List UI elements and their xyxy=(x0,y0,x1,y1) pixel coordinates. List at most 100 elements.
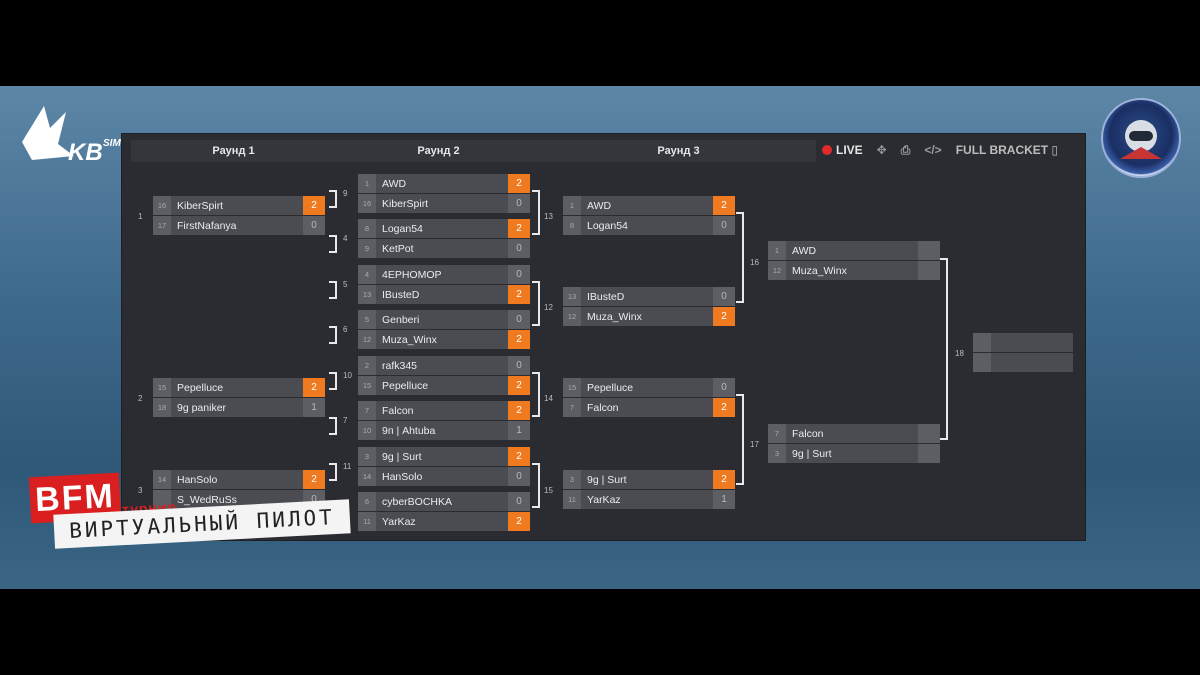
seed-number: 11 xyxy=(563,490,581,509)
score: 2 xyxy=(713,307,735,326)
bracket-connector xyxy=(329,372,337,390)
participant-name: Pepelluce xyxy=(177,381,224,394)
seed-number: 7 xyxy=(563,398,581,417)
seed-number xyxy=(973,333,991,352)
move-icon[interactable]: ✥ xyxy=(876,143,887,157)
score xyxy=(918,261,940,280)
match-number: 12 xyxy=(544,303,553,312)
score: 0 xyxy=(508,194,530,213)
seed-number: 12 xyxy=(358,330,376,349)
seed-number: 3 xyxy=(768,444,786,463)
participant-name: cyberBOCHKA xyxy=(382,495,453,508)
letterbox-top xyxy=(0,0,1200,86)
bracket-connector xyxy=(532,372,540,417)
match-number: 4 xyxy=(343,234,348,243)
print-icon[interactable]: ⎙ xyxy=(900,142,911,157)
seed-number: 12 xyxy=(768,261,786,280)
embed-code-icon[interactable]: </> xyxy=(924,143,942,157)
score: 2 xyxy=(508,174,530,193)
participant-name: 9g | Surt xyxy=(792,447,832,460)
match-number: 16 xyxy=(750,258,759,267)
seed-number: 9 xyxy=(358,239,376,258)
seed-number: 7 xyxy=(768,424,786,443)
participant-slot[interactable] xyxy=(973,353,1073,372)
score: 2 xyxy=(508,219,530,238)
score: 2 xyxy=(713,470,735,489)
match-18[interactable] xyxy=(973,333,1073,373)
participant-name: KiberSpirt xyxy=(177,199,224,212)
seed-number: 18 xyxy=(153,398,171,417)
stream-stage: KB SIM Раунд 1 Раунд 2 Раунд 3 LIVE ✥ ⎙ … xyxy=(0,86,1200,589)
match-number: 13 xyxy=(544,212,553,221)
participant-name: rafk345 xyxy=(382,359,418,372)
live-indicator[interactable]: LIVE xyxy=(822,143,863,157)
bracket-connector xyxy=(329,281,337,299)
full-bracket-button[interactable]: FULL BRACKET ▯ xyxy=(956,143,1058,157)
logo-sup: SIM xyxy=(103,138,121,149)
score: 2 xyxy=(508,447,530,466)
score: 0 xyxy=(508,310,530,329)
bracket-connector xyxy=(329,235,337,253)
participant-slot[interactable]: 3 9g | Surt xyxy=(768,444,940,463)
score: 2 xyxy=(303,196,325,215)
seed-number: 16 xyxy=(358,194,376,213)
participant-name: Falcon xyxy=(587,401,619,414)
participant-name: KetPot xyxy=(382,242,414,255)
match-number: 2 xyxy=(138,394,143,403)
score: 1 xyxy=(303,398,325,417)
bracket-connector xyxy=(532,190,540,235)
participant-name: FirstNafanya xyxy=(177,219,237,232)
participant-name: Falcon xyxy=(382,404,414,417)
participant-slot[interactable] xyxy=(973,333,1073,352)
score: 2 xyxy=(508,401,530,420)
